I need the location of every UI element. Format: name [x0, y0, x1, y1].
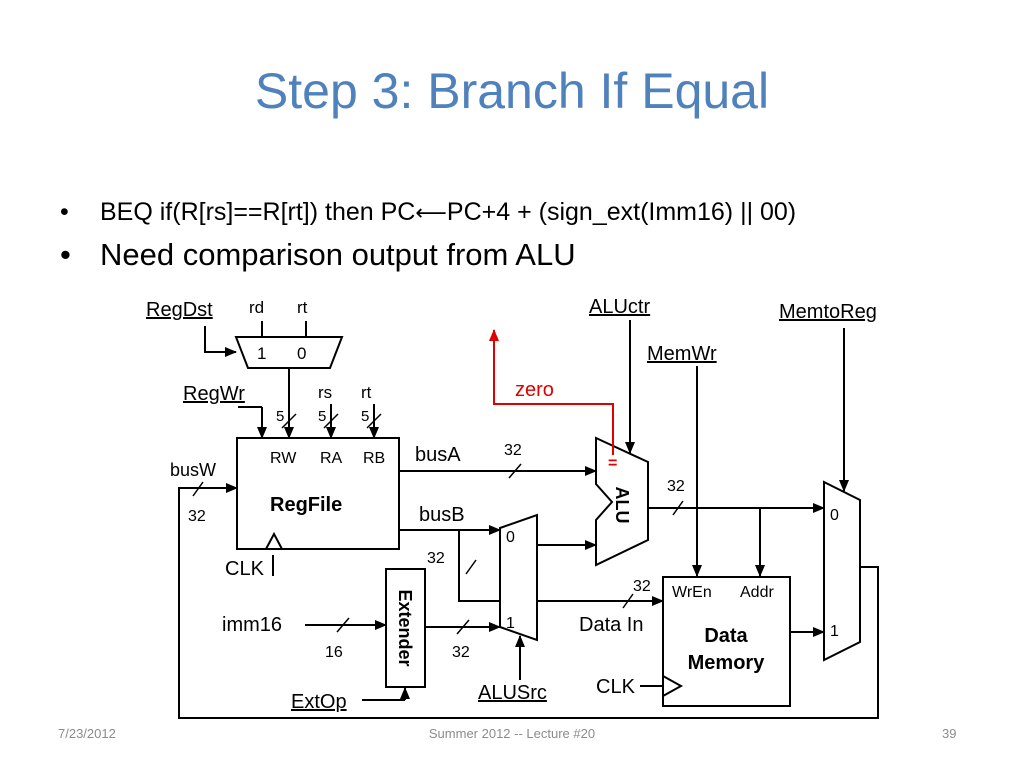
busb-width-tick [465, 559, 477, 575]
bullet-list: • BEQ if(R[rs]==R[rt]) then PC⟵PC+4 + (s… [58, 192, 796, 277]
alusrc-mux: 0 1 [499, 513, 538, 642]
memory-addr-port: Addr [740, 584, 774, 601]
regfile-ra-port: RA [320, 450, 343, 467]
alu-equal-sign: = [608, 455, 617, 472]
datain-label: Data In [579, 614, 643, 636]
imm16-width-tick [336, 617, 350, 633]
memtoreg-label: MemtoReg [779, 301, 877, 323]
footer-date: 7/23/2012 [58, 726, 116, 741]
memory-name-line1: Data [704, 625, 748, 647]
slide-title: Step 3: Branch If Equal [254, 63, 770, 119]
extender-name: Extender [395, 589, 415, 666]
busb-label: busB [419, 504, 465, 526]
rw-width-label: 5 [276, 408, 284, 425]
ra-width-tick [323, 413, 339, 429]
extender-block: Extender [385, 568, 426, 688]
ext-out-width-label: 32 [452, 644, 470, 661]
memwr-label: MemWr [647, 343, 717, 365]
alu-name: ALU [612, 487, 632, 524]
alusrc-mux-input-1: 1 [506, 615, 515, 632]
alusrc-label: ALUSrc [478, 682, 547, 704]
memory-clk-label: CLK [596, 676, 636, 698]
busw-label: busW [170, 460, 216, 480]
regdst-mux-input-0: 0 [297, 344, 306, 363]
alu-out-width-tick [672, 500, 684, 516]
datain-width-tick [622, 593, 634, 609]
regfile-name: RegFile [270, 494, 342, 516]
busa-width-label: 32 [504, 442, 522, 459]
imm16-label: imm16 [222, 614, 282, 636]
beq-text-after-arrow: PC+4 + (sign_ext(Imm16) || 00) [446, 198, 797, 226]
extop-label: ExtOp [291, 691, 347, 713]
bullet-dot: • [60, 198, 69, 226]
busb-datain-wire [399, 529, 664, 606]
regwr-label: RegWr [183, 383, 245, 405]
alu-block: ALU = [595, 436, 649, 567]
footer-lecture: Summer 2012 -- Lecture #20 [428, 726, 596, 741]
regdst-mux: 1 0 [234, 336, 344, 369]
memory-wren-port: WrEn [672, 584, 712, 601]
imm16-width-label: 16 [325, 644, 343, 661]
data-memory-block: WrEn Addr Data Memory [662, 576, 791, 707]
rb-width-label: 5 [361, 408, 369, 425]
alusrc-mux-input-0: 0 [506, 529, 515, 546]
memtoreg-mux: 0 1 [823, 480, 861, 662]
regfile-rb-port: RB [363, 450, 385, 467]
rd-label: rd [249, 298, 264, 317]
regfile-block: RW RA RB RegFile [236, 437, 400, 550]
memory-name-line2: Memory [688, 652, 766, 674]
regfile-clk-label: CLK [225, 558, 265, 580]
bullet-beq-definition: • BEQ if(R[rs]==R[rt]) then PC⟵PC+4 + (s… [58, 192, 796, 233]
busb-width-label: 32 [427, 550, 445, 567]
memory-clock-icon [662, 675, 684, 697]
bullet-dot: • [60, 237, 71, 272]
bullet-comparison: • Need comparison output from ALU [58, 233, 796, 277]
regdst-label: RegDst [146, 299, 213, 321]
alu-out-width-label: 32 [667, 478, 685, 495]
memtoreg-mux-input-0: 0 [830, 507, 839, 524]
rt-label-top: rt [297, 298, 308, 317]
left-arrow-icon: ⟵ [415, 200, 447, 225]
ra-width-label: 5 [318, 408, 326, 425]
rs-label: rs [318, 383, 332, 402]
aluctr-label: ALUctr [589, 296, 650, 318]
memtoreg-mux-input-1: 1 [830, 623, 839, 640]
busa-label: busA [415, 444, 461, 466]
datain-width-label: 32 [633, 578, 651, 595]
zero-label: zero [515, 379, 554, 401]
rt-label: rt [361, 383, 372, 402]
busa-width-tick [508, 463, 522, 479]
busw-wire [178, 483, 879, 719]
rw-width-tick [281, 413, 297, 429]
regdst-mux-input-1: 1 [257, 344, 266, 363]
footer-page-number: 39 [942, 726, 957, 741]
regdst-wire [204, 326, 237, 357]
regfile-clock-icon [265, 531, 283, 550]
busw-width-label: 32 [188, 508, 206, 525]
zero-wire [489, 329, 614, 455]
comparison-text: Need comparison output from ALU [100, 237, 576, 272]
regfile-rw-port: RW [270, 450, 297, 467]
ext-out-width-tick [456, 619, 470, 635]
beq-text-before-arrow: BEQ if(R[rs]==R[rt]) then PC [100, 198, 416, 226]
rb-width-tick [366, 413, 382, 429]
